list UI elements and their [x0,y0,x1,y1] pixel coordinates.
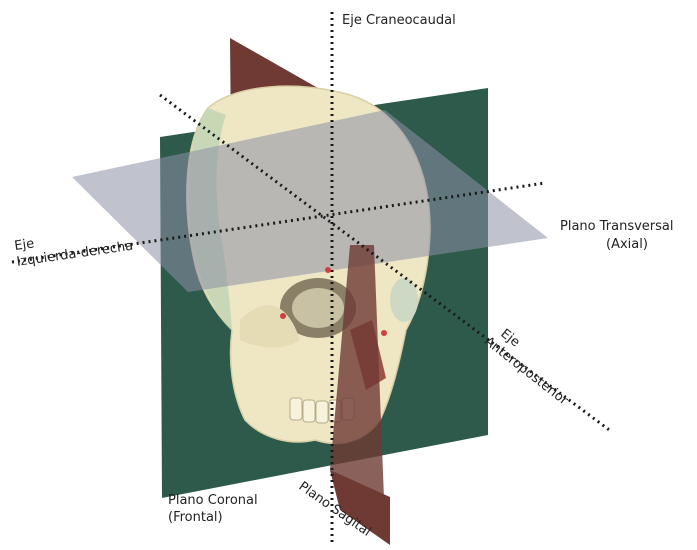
label-axis-left-right-line1: Eje [13,236,35,254]
marker-point [325,267,331,273]
label-plane-coronal-line1: Plano Coronal [168,493,258,508]
label-plane-transverse-line2: (Axial) [606,237,648,252]
marker-point [280,313,286,319]
marker-point [381,330,387,336]
label-axis-craniocaudal: Eje Craneocaudal [342,13,456,28]
label-plane-coronal-line2: (Frontal) [168,510,223,525]
label-plane-transverse-line1: Plano Transversal [560,219,673,234]
